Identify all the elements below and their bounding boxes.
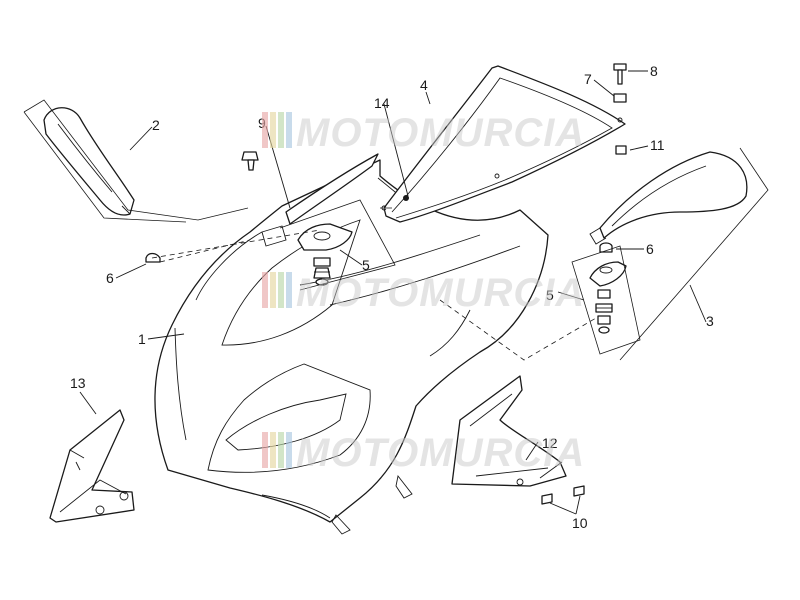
- callout-1: 1: [138, 331, 146, 347]
- watermark-stripe: [270, 112, 276, 148]
- right-mirror-part: [589, 147, 769, 361]
- callout-8: 8: [650, 63, 658, 79]
- right-lower-panel-part: [451, 375, 585, 505]
- watermark-top: MOTOMURCIA: [262, 111, 585, 155]
- right-mount-bracket: [571, 242, 641, 355]
- front-fairing-part: [154, 159, 549, 535]
- callout-12: 12: [542, 435, 558, 451]
- watermark-stripe: [278, 112, 284, 148]
- callout-5-right: 5: [546, 287, 554, 303]
- svg-text:MOTOMURCIA: MOTOMURCIA: [296, 111, 585, 155]
- watermark-stripe: [270, 432, 276, 468]
- callout-10: 10: [572, 515, 588, 531]
- callout-3: 3: [706, 313, 714, 329]
- watermark-stripe: [278, 432, 284, 468]
- watermark-stripe: [270, 272, 276, 308]
- callout-6-right: 6: [646, 241, 654, 257]
- left-lower-panel-part: [49, 409, 135, 523]
- callout-13: 13: [70, 375, 86, 391]
- callout-4: 4: [420, 77, 428, 93]
- watermark-stripe: [262, 112, 268, 148]
- watermark-stripe: [278, 272, 284, 308]
- windscreen-part: [381, 65, 626, 223]
- watermark-middle: MOTOMURCIA: [262, 271, 585, 315]
- hardware-parts: [241, 63, 627, 171]
- svg-text:MOTOMURCIA: MOTOMURCIA: [296, 271, 585, 315]
- watermark-stripe: [262, 432, 268, 468]
- watermark-stripe: [286, 432, 292, 468]
- callout-leaders: [79, 70, 707, 515]
- svg-text:MOTOMURCIA: MOTOMURCIA: [296, 431, 585, 475]
- upper-trim-part: [261, 153, 379, 247]
- watermark-stripe: [286, 112, 292, 148]
- left-mirror-part: [23, 99, 249, 223]
- callout-11: 11: [650, 137, 665, 153]
- callout-14: 14: [374, 95, 390, 111]
- callout-2: 2: [152, 117, 160, 133]
- callout-6-left: 6: [106, 270, 114, 286]
- watermark-bottom: MOTOMURCIA: [262, 431, 585, 475]
- callout-5-left: 5: [362, 257, 370, 273]
- watermark-stripe: [262, 272, 268, 308]
- callout-7: 7: [584, 71, 592, 87]
- assembly-lines: [151, 207, 597, 361]
- watermark-stripe: [286, 272, 292, 308]
